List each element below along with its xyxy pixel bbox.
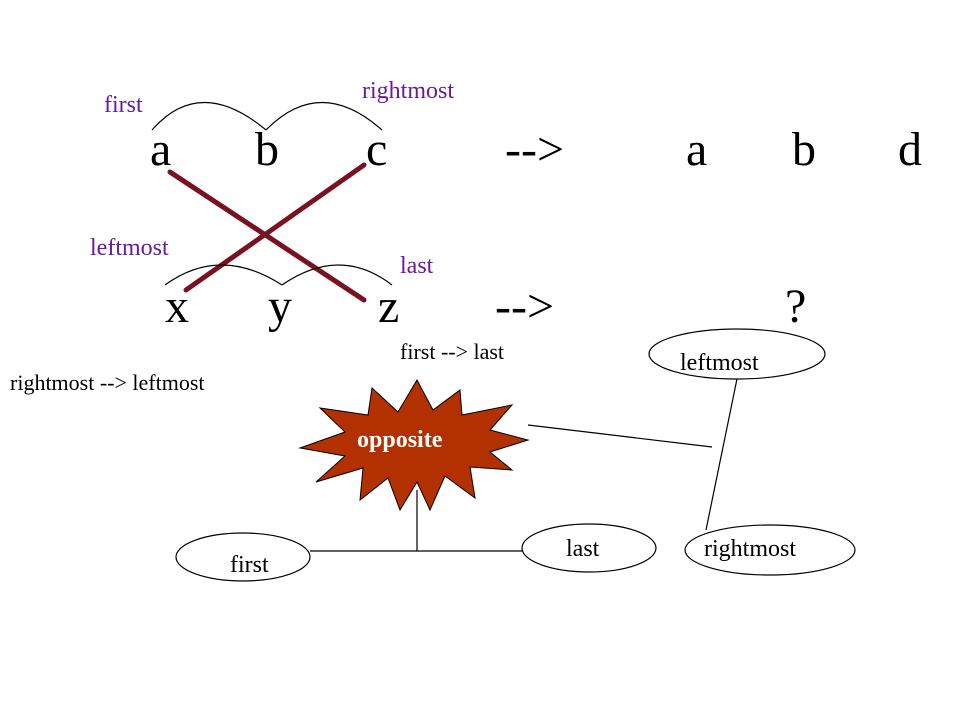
arc-x-y <box>164 264 283 286</box>
link-opposite-leftmost-rightmost <box>527 424 713 448</box>
node-leftmost-label: leftmost <box>680 350 759 376</box>
bottom-arrow: --> <box>495 280 554 333</box>
node-first <box>175 532 311 582</box>
cross-line-c-x <box>183 162 367 293</box>
label-leftmost: leftmost <box>90 235 169 261</box>
node-rightmost-label: rightmost <box>704 536 796 562</box>
letter-z: z <box>378 280 399 333</box>
letter-y: y <box>268 280 292 333</box>
letter-b: b <box>255 123 279 176</box>
result-d: d <box>898 123 922 176</box>
label-rightmost-top: rightmost <box>362 78 454 104</box>
node-leftmost <box>648 328 826 380</box>
result-question: ? <box>785 280 806 333</box>
link-leftmost-rightmost <box>705 373 739 531</box>
arc-y-z <box>281 264 393 286</box>
top-arrow: --> <box>505 123 564 176</box>
arc-a-b <box>151 101 267 131</box>
label-first: first <box>104 92 143 118</box>
label-last: last <box>400 253 434 279</box>
result-b: b <box>792 123 816 176</box>
arc-b-c <box>265 102 383 131</box>
mapping-rightmost-leftmost: rightmost --> leftmost <box>10 370 205 395</box>
mapping-first-last: first --> last <box>400 339 504 364</box>
node-first-label: first <box>230 552 269 578</box>
letter-x: x <box>165 280 189 333</box>
letter-a: a <box>150 123 171 176</box>
opposite-starburst <box>298 378 530 512</box>
node-rightmost <box>684 524 856 576</box>
opposite-label: opposite <box>357 427 443 453</box>
letter-c: c <box>366 123 387 176</box>
result-a: a <box>686 123 707 176</box>
node-last <box>521 523 657 573</box>
node-last-label: last <box>566 536 600 562</box>
